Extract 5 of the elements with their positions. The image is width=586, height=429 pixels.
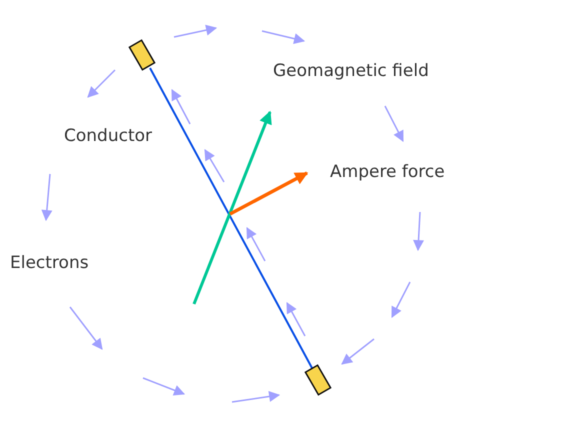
conductor-line — [149, 68, 313, 368]
label-text: Conductor — [64, 128, 152, 145]
label-text: Ampere force — [330, 164, 445, 181]
label-text: Geomagnetic field — [273, 63, 429, 80]
label-text: Electrons — [10, 255, 89, 272]
